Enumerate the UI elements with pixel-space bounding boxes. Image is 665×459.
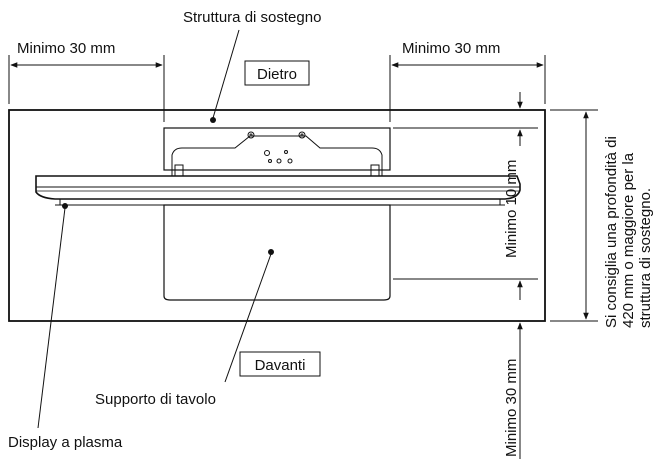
- support-structure-label: Struttura di sostegno: [183, 9, 321, 26]
- right-clearance-dimension: [389, 55, 546, 122]
- plasma-display-panel: [35, 175, 521, 206]
- rear-stand-block: [163, 127, 391, 171]
- depth-note-line-3: struttura di sostegno.: [637, 188, 654, 328]
- depth-dimension: [550, 109, 598, 322]
- table-stand-leader: [224, 253, 272, 383]
- table-stand-base: [163, 204, 391, 301]
- depth-note-line-2: 420 mm o maggiore per la: [620, 152, 637, 328]
- plasma-display-leader: [37, 207, 66, 429]
- front-gap-dimension: [393, 278, 538, 459]
- depth-note: Si consiglia una profondità di 420 mm o …: [603, 132, 654, 328]
- support-structure-leader: [212, 29, 240, 119]
- rear-bracket: [171, 131, 383, 177]
- rear-gap-label: Minimo 10 mm: [503, 160, 520, 258]
- plasma-display-dot: [62, 203, 68, 209]
- support-structure-dot: [210, 117, 216, 123]
- back-label-box: [244, 60, 310, 86]
- support-structure-outline: [8, 109, 546, 322]
- rear-gap-dimension: [393, 92, 538, 146]
- left-clearance-label: Minimo 30 mm: [17, 40, 115, 57]
- depth-note-line-1: Si consiglia una profondità di: [603, 136, 620, 328]
- front-gap-label: Minimo 30 mm: [503, 359, 520, 457]
- front-label: Davanti: [255, 357, 306, 374]
- front-label-box: [239, 351, 321, 377]
- table-stand-dot: [268, 249, 274, 255]
- back-label: Dietro: [257, 66, 297, 83]
- table-stand-label: Supporto di tavolo: [95, 391, 216, 408]
- right-clearance-label: Minimo 30 mm: [402, 40, 500, 57]
- plasma-display-label: Display a plasma: [8, 434, 123, 451]
- left-clearance-dimension: [8, 55, 165, 122]
